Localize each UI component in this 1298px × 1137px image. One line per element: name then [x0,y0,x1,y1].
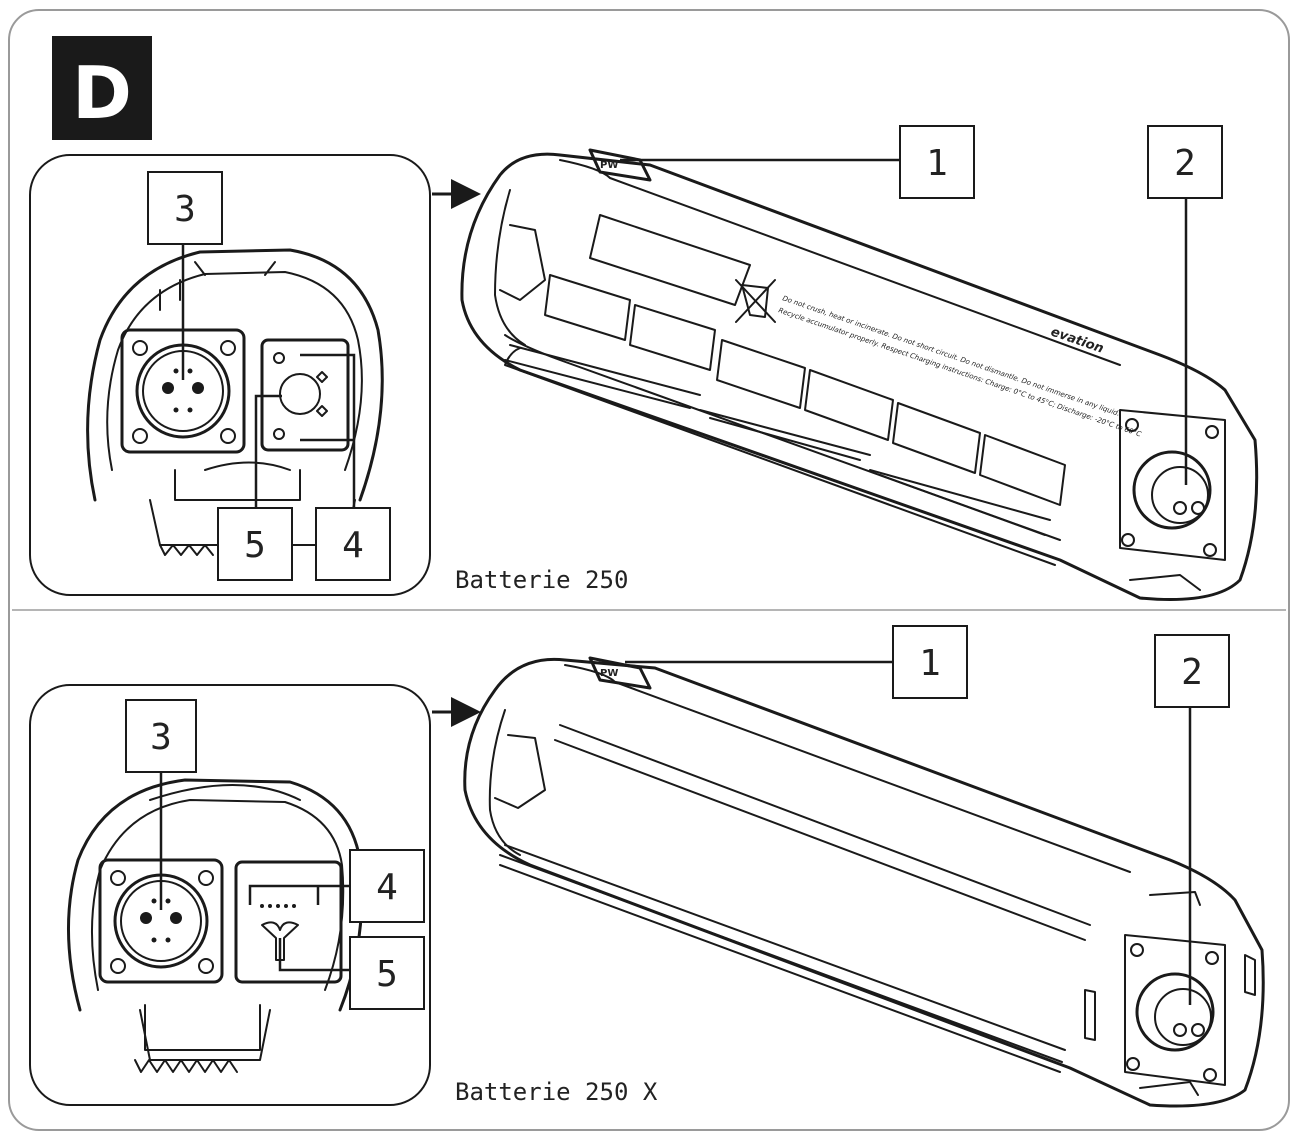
battery-250x-body: PW [463,656,1265,1108]
outer-frame [8,9,1290,1131]
battery-end-connector-bottom [1124,934,1226,1086]
inset-panel-top [29,154,431,596]
charging-port-icon [279,373,321,415]
callout-2-top: 2 [1147,125,1223,199]
battery-latch [588,656,652,690]
svg-text:2: 2 [1181,652,1203,693]
caption-batterie-250: Batterie 250 [455,566,628,594]
callout-3-bottom: 3 [125,699,197,773]
svg-text:PW: PW [600,160,618,171]
inset-panel-bottom [29,684,431,1106]
charging-port-icon [261,921,299,961]
callout-5-top: 5 [217,507,293,581]
svg-text:4: 4 [376,867,398,908]
svg-text:5: 5 [244,525,266,566]
svg-text:1: 1 [926,143,948,184]
callout-4-bottom: 4 [349,849,425,923]
svg-text:1: 1 [919,643,941,684]
weee-bin-icon [735,279,776,323]
callout-5-bottom: 5 [349,936,425,1010]
callout-4-top: 4 [315,507,391,581]
callout-1-top: 1 [899,125,975,199]
badge-letter: D [72,51,132,135]
callout-1-bottom: 1 [892,625,968,699]
caption-batterie-250-x: Batterie 250 X [455,1078,658,1106]
battery-warning-text: Do not crush, heat or incinerate. Do not… [781,294,1121,418]
battery-250-body: Do not crush, heat or incinerate. Do not… [460,148,1259,601]
section-batterie-250: 3 5 4 [29,125,1259,601]
svg-text:4: 4 [342,525,364,566]
callout-2-bottom: 2 [1154,634,1230,708]
brand-logo: evation [1049,325,1106,357]
svg-text:5: 5 [376,954,398,995]
battery-latch [588,148,652,182]
section-batterie-250-x: 3 4 5 PW [29,625,1265,1108]
battery-end-connector-top [1119,409,1226,561]
callout-3-top: 3 [147,171,223,245]
svg-text:PW: PW [600,668,618,679]
svg-text:3: 3 [174,189,196,230]
charging-port-housing [234,860,343,984]
battery-end-view-bottom [66,778,364,1073]
section-badge: D [52,36,152,140]
svg-text:2: 2 [1174,143,1196,184]
svg-text:3: 3 [150,717,172,758]
